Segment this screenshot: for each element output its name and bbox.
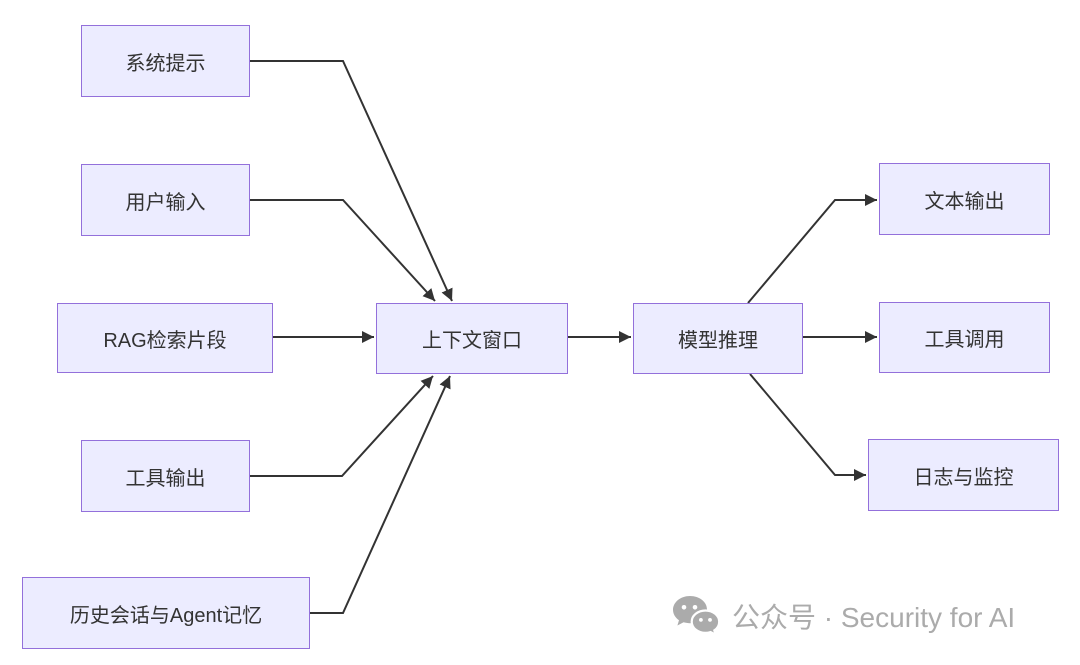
node-rag-snippets: RAG检索片段	[57, 303, 273, 373]
edge-model-inference-to-logging-monitoring	[749, 373, 866, 481]
edge-system-prompt-to-context-window	[250, 60, 453, 302]
edge-model-inference-to-text-output	[747, 194, 877, 304]
node-user-input: 用户输入	[81, 164, 250, 236]
wechat-icon	[673, 596, 720, 637]
node-system-prompt: 系统提示	[81, 25, 250, 97]
node-history-memory: 历史会话与Agent记忆	[22, 577, 310, 649]
watermark: 公众号 · Security for AI	[672, 590, 1015, 642]
edge-tool-output-to-context-window	[250, 375, 434, 477]
node-tool-output: 工具输出	[81, 440, 250, 512]
node-logging-monitoring: 日志与监控	[868, 439, 1059, 511]
node-text-output: 文本输出	[879, 163, 1050, 235]
edge-user-input-to-context-window	[250, 199, 436, 302]
edge-history-memory-to-context-window	[310, 375, 451, 614]
node-model-inference: 模型推理	[633, 303, 803, 374]
watermark-text: 公众号 · Security for AI	[732, 602, 1016, 633]
node-context-window: 上下文窗口	[376, 303, 568, 374]
node-tool-call: 工具调用	[879, 302, 1050, 373]
